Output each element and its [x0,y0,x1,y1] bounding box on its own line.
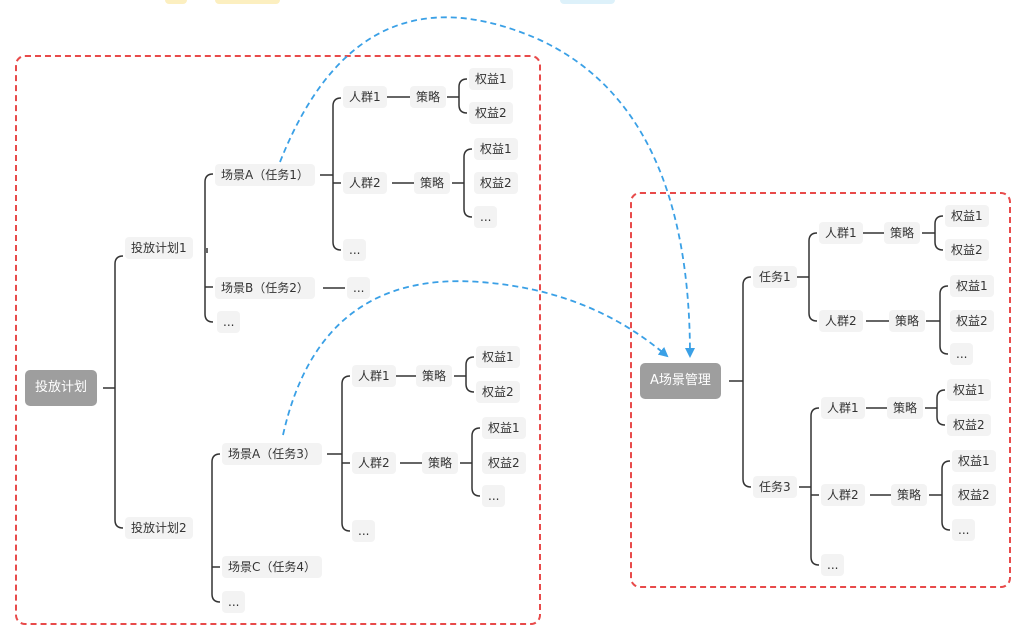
node-p1-a-crowd-2[interactable]: 人群2 [343,172,387,194]
node-t1-c2-more[interactable]: ... [950,343,974,365]
node-t3-c1-right-1[interactable]: 权益1 [947,379,991,401]
node-p1-a-c2-right-2[interactable]: 权益2 [474,172,518,194]
node-t1-c2-right-2[interactable]: 权益2 [950,310,994,332]
node-p2-a-c1-right-1[interactable]: 权益1 [476,346,520,368]
node-t3-crowd-1[interactable]: 人群1 [821,397,865,419]
node-t1-c1-right-1[interactable]: 权益1 [945,205,989,227]
left-group-box [15,55,541,625]
node-p1-a-c1-strategy[interactable]: 策略 [410,86,447,108]
node-p1-a-c2-strategy[interactable]: 策略 [414,172,451,194]
node-p1-scene-b[interactable]: 场景B（任务2） [215,277,315,299]
node-t3-c2-right-1[interactable]: 权益1 [952,450,996,472]
arrow-sceneA-task1-to-scene-mgmt [279,16,695,358]
node-t1-crowd-1[interactable]: 人群1 [819,222,863,244]
node-t1-c2-right-1[interactable]: 权益1 [950,275,994,297]
node-p2-a-crowd-1[interactable]: 人群1 [352,365,396,387]
node-t3-c1-strategy[interactable]: 策略 [887,397,924,419]
node-p1-a-c2-right-1[interactable]: 权益1 [474,138,518,160]
node-p2-a-c1-strategy[interactable]: 策略 [416,365,453,387]
node-p2-scene-a[interactable]: 场景A（任务3） [222,443,322,465]
node-p1-b-more[interactable]: ... [347,277,371,299]
node-t1-crowd-2[interactable]: 人群2 [819,310,863,332]
node-task-3[interactable]: 任务3 [753,476,797,498]
node-p1-a-c1-right-2[interactable]: 权益2 [469,102,513,124]
node-t1-c1-right-2[interactable]: 权益2 [945,239,989,261]
root-node-delivery-plan[interactable]: 投放计划 [25,370,98,406]
arrow-sceneA-task3-to-scene-mgmt [282,280,669,436]
right-group-box [630,192,1011,588]
node-p2-a-c2-strategy[interactable]: 策略 [422,452,459,474]
node-p1-a-c2-more[interactable]: ... [474,206,498,228]
node-p2-a-crowd-2[interactable]: 人群2 [352,452,396,474]
node-t3-more[interactable]: ... [821,554,845,576]
node-t3-c2-right-2[interactable]: 权益2 [952,484,996,506]
node-p1-a-crowd-1[interactable]: 人群1 [343,86,387,108]
node-p2-a-c1-right-2[interactable]: 权益2 [476,381,520,403]
node-t3-c1-right-2[interactable]: 权益2 [947,414,991,436]
root-node-scene-a-management[interactable]: A场景管理 [640,363,721,399]
top-decoration-yellow-1 [165,0,187,4]
node-p1-a-more[interactable]: ... [343,239,367,261]
node-p2-a-c2-right-2[interactable]: 权益2 [482,452,526,474]
top-decoration-yellow-2 [215,0,280,4]
node-t3-crowd-2[interactable]: 人群2 [821,484,865,506]
node-plan-1[interactable]: 投放计划1 [125,237,193,259]
node-p2-a-more[interactable]: ... [352,520,376,542]
node-t1-c2-strategy[interactable]: 策略 [889,310,926,332]
node-task-1[interactable]: 任务1 [753,266,797,288]
node-p2-more[interactable]: ... [222,591,246,613]
node-t3-c2-strategy[interactable]: 策略 [891,484,928,506]
node-p1-scene-a[interactable]: 场景A（任务1） [215,164,315,186]
node-p2-a-c2-right-1[interactable]: 权益1 [482,417,526,439]
node-p1-more[interactable]: ... [217,311,241,333]
top-decoration-blue [560,0,615,4]
node-p1-a-c1-right-1[interactable]: 权益1 [469,68,513,90]
node-p2-a-c2-more[interactable]: ... [482,485,506,507]
node-t3-c2-more[interactable]: ... [952,519,976,541]
node-plan-2[interactable]: 投放计划2 [125,517,193,539]
node-p2-scene-c[interactable]: 场景C（任务4） [222,556,323,578]
node-t1-c1-strategy[interactable]: 策略 [884,222,921,244]
